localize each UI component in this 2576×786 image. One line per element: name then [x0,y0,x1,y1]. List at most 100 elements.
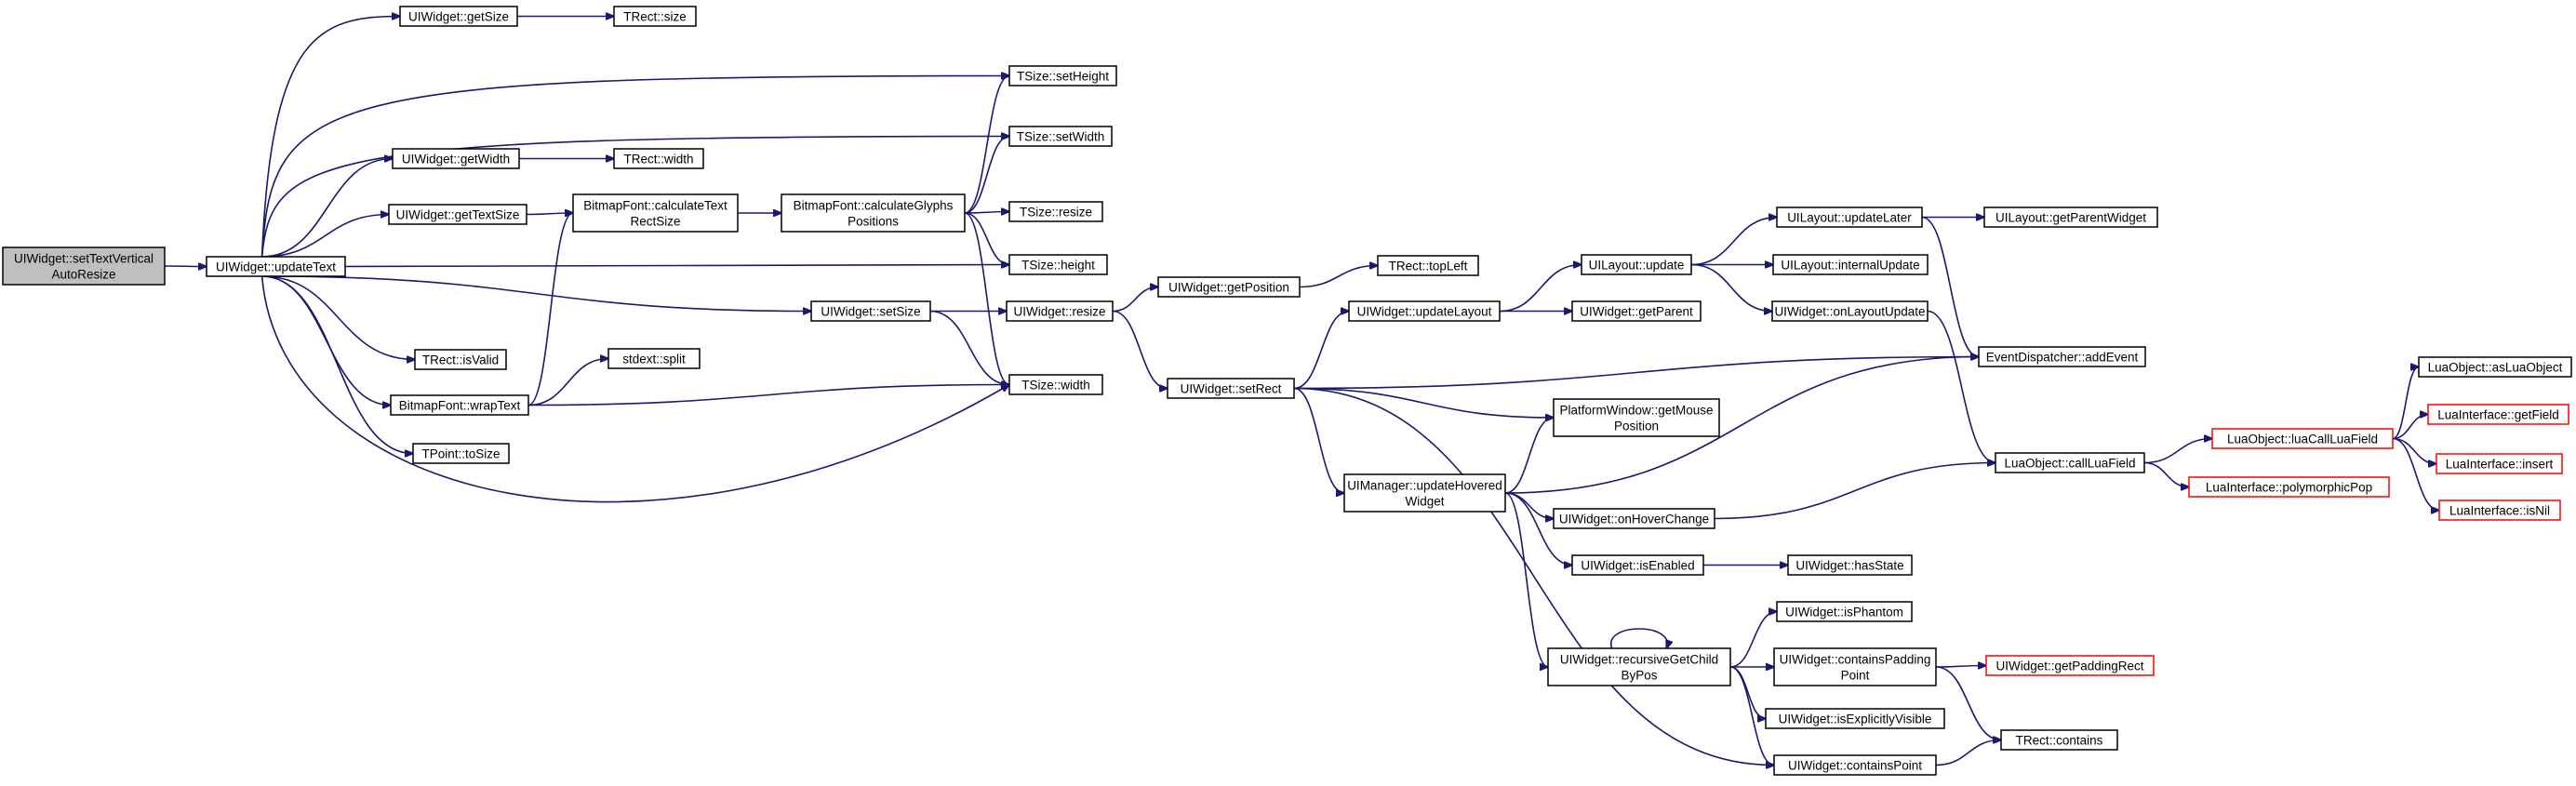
node-getWidth[interactable]: UIWidget::getWidth [392,148,520,169]
node-box [1571,300,1702,322]
node-box [1547,647,1731,686]
call-edge-wrapText-to-split [527,359,608,406]
node-label: UIWidget::isExplicitlyVisible [1779,713,1932,726]
node-tsizeSetWidth[interactable]: TSize::setWidth [1008,126,1113,147]
node-updateLater[interactable]: UILayout::updateLater [1776,206,1923,228]
node-wrapText[interactable]: BitmapFont::wrapText [390,394,529,416]
call-edge-containsPadding-to-trectContains [1935,666,2001,740]
node-isExplicitlyVisible[interactable]: UIWidget::isExplicitlyVisible [1765,708,1945,729]
node-hasState[interactable]: UIWidget::hasState [1787,554,1913,576]
call-edge-containsPadding-to-getPaddingRect [1935,666,1986,668]
node-label: UIWidget::onLayoutUpdate [1774,305,1925,319]
node-label: UILayout::getParentWidget [1995,211,2146,225]
call-edge-updateHovered-to-addEvent [1504,357,1979,494]
call-edge-updateHovered-to-onHoverChange [1504,492,1554,519]
call-edge-updateText-to-tsizeWidth [260,275,1009,503]
call-edge-setRect-to-updateHovered [1293,387,1344,494]
node-label: UIWidget::getPosition [1168,281,1289,295]
node-getPaddingRect[interactable]: UIWidget::getPaddingRect [1985,655,2155,676]
node-tsizeHeight[interactable]: TSize::height [1008,254,1108,275]
node-trectSize[interactable]: TRect::size [613,6,697,27]
node-box [2427,404,2569,425]
call-edge-callLuaField-to-luaCallLuaField [2143,439,2212,464]
node-label: TRect::topLeft [1389,260,1468,273]
node-isEnabled[interactable]: UIWidget::isEnabled [1571,554,1704,576]
node-getSize[interactable]: UIWidget::getSize [399,6,518,27]
node-getParent[interactable]: UIWidget::getParent [1571,300,1702,322]
node-box [1008,126,1113,147]
node-box [1771,300,1929,322]
node-label: UIWidget::resize [1013,305,1105,319]
node-tsizeSetHeight[interactable]: TSize::setHeight [1008,65,1117,87]
node-label: Point [1841,669,1870,683]
node-label: BitmapFont::wrapText [399,399,521,413]
node-split[interactable]: stdext::split [607,348,701,369]
node-polymorphicPop[interactable]: LuaInterface::polymorphicPop [2188,476,2390,498]
node-topLeft[interactable]: TRect::topLeft [1377,255,1479,276]
node-label: UIWidget::isPhantom [1785,606,1903,619]
node-getPosition[interactable]: UIWidget::getPosition [1157,276,1301,298]
node-getTextSize[interactable]: UIWidget::getTextSize [388,204,527,225]
node-box [1377,255,1479,276]
node-onHoverChange[interactable]: UIWidget::onHoverChange [1553,508,1715,529]
node-getField[interactable]: LuaInterface::getField [2427,404,2569,425]
node-isPhantom[interactable]: UIWidget::isPhantom [1776,601,1913,622]
node-updateText[interactable]: UIWidget::updateText [206,256,346,277]
node-label: TSize::setHeight [1017,70,1109,84]
node-label: BitmapFont::calculateGlyphs [794,199,954,213]
node-resize[interactable]: UIWidget::resize [1006,300,1114,322]
node-callLuaField[interactable]: LuaObject::callLuaField [1995,452,2145,473]
call-edge-updateHovered-to-isEnabled [1504,492,1572,566]
node-insert[interactable]: LuaInterface::insert [2436,453,2563,474]
node-trectContains[interactable]: TRect::contains [2000,729,2118,751]
node-box [1581,254,1692,275]
node-label: UIWidget::setRect [1181,382,1282,396]
call-edge-updateText-to-toSize [261,275,413,454]
call-edge-layoutUpdate-to-updateLater [1690,218,1777,266]
node-label: UILayout::internalUpdate [1781,259,1919,273]
node-label: BitmapFont::calculateText [583,199,727,213]
call-edge-calcGlyphs-to-tsizeWidth [964,212,1009,385]
node-onLayoutUpdate[interactable]: UIWidget::onLayoutUpdate [1771,300,1929,322]
node-asLuaObject[interactable]: LuaObject::asLuaObject [2418,356,2572,378]
node-trectWidth[interactable]: TRect::width [613,148,704,169]
call-edge-recursiveGetChild-to-isPhantom [1729,612,1777,668]
node-updateLayout[interactable]: UIWidget::updateLayout [1348,300,1501,322]
node-box [1553,508,1715,529]
node-label: UIWidget::updateLayout [1357,305,1492,319]
node-tsizeWidth[interactable]: TSize::width [1008,374,1103,395]
node-internalUpdate[interactable]: UILayout::internalUpdate [1772,254,1929,275]
node-box [1773,647,1937,686]
node-label: LuaObject::callLuaField [2004,457,2135,471]
node-isValid[interactable]: TRect::isValid [414,349,507,370]
node-getParentWidget[interactable]: UILayout::getParentWidget [1983,206,2158,228]
call-edge-updateText-to-getWidth [261,159,393,258]
call-edge-updateText-to-tsizeSetHeight [260,76,1009,258]
node-luaCallLuaField[interactable]: LuaObject::luaCallLuaField [2211,428,2394,449]
node-addEvent[interactable]: EventDispatcher::addEvent [1978,346,2146,367]
call-edge-luaCallLuaField-to-insert [2392,437,2436,464]
node-label: Widget [1405,495,1444,509]
call-edge-onHoverChange-to-callLuaField [1714,463,1995,520]
node-box [2438,500,2561,521]
node-containsPoint[interactable]: UIWidget::containsPoint [1773,754,1937,776]
node-setRect[interactable]: UIWidget::setRect [1167,378,1295,399]
node-tsizeResize[interactable]: TSize::resize [1008,201,1103,222]
node-label: UIWidget::updateText [216,260,336,274]
node-setSize[interactable]: UIWidget::setSize [810,300,931,322]
call-edge-updateLater-to-addEvent [1921,216,1979,357]
node-box [1006,300,1114,322]
node-box [613,6,697,27]
node-layoutUpdate[interactable]: UILayout::update [1581,254,1692,275]
node-box [1773,754,1937,776]
node-toSize[interactable]: TPoint::toSize [412,443,510,464]
node-box [2000,729,2118,751]
node-isNil[interactable]: LuaInterface::isNil [2438,500,2561,521]
